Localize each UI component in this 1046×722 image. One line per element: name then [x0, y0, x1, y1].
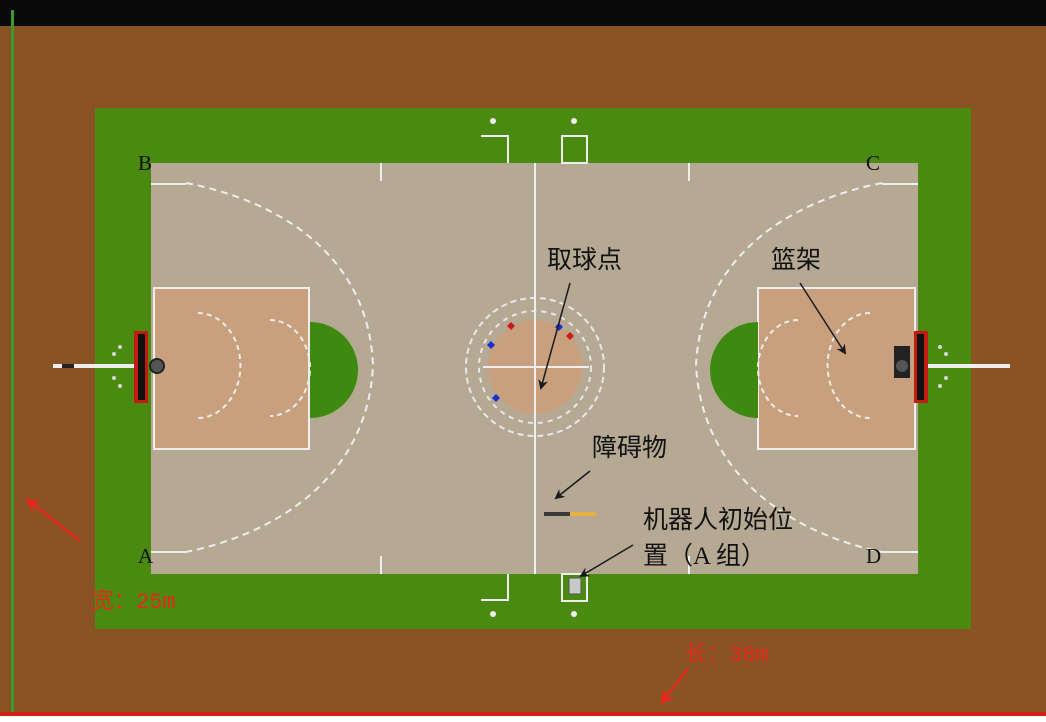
top-marker-right: [571, 118, 577, 124]
right-key-semicircle: [710, 322, 758, 418]
right-hoop-icon: [894, 331, 1010, 403]
left-hoop-icon: [53, 331, 165, 403]
robot-start-label-line1: 机器人初始位: [643, 506, 793, 534]
ball-marker: [492, 394, 500, 402]
left-paint: [153, 287, 310, 450]
left-three-point-arc: [185, 182, 375, 553]
top-marker-left: [490, 118, 496, 124]
corner-label-c: C: [866, 151, 880, 175]
width-label: 宽：25m: [92, 589, 176, 615]
ball-marker: [487, 341, 495, 349]
right-ft-arc-2: [757, 319, 799, 417]
left-ft-arc-1: [197, 312, 242, 419]
court-lines: [151, 163, 918, 574]
corner-label-d: D: [866, 544, 881, 568]
ball-marker: [566, 332, 574, 340]
bottom-edge-line: [0, 712, 1046, 716]
length-arrow: [660, 668, 689, 705]
width-arrow: [25, 498, 81, 542]
bottom-marker-right: [571, 611, 577, 617]
robot-start-label-line2: 置（A 组）: [643, 542, 766, 570]
left-edge-line: [11, 10, 14, 714]
right-ft-arc-1: [826, 312, 871, 419]
obstacle-icon: [544, 512, 596, 516]
pickup-balls: [487, 322, 574, 402]
hoop-label: 篮架: [771, 246, 821, 274]
pickup-point-label: 取球点: [547, 246, 622, 274]
bottom-marker-left: [490, 611, 496, 617]
corner-label-a: A: [138, 544, 154, 568]
obstacle-label: 障碍物: [592, 434, 667, 462]
robot-start-arrow: [579, 544, 634, 578]
right-paint: [757, 287, 916, 450]
left-ft-arc-2: [269, 319, 311, 417]
right-three-point-arc: [694, 182, 883, 553]
bottom-robot-zones: [481, 573, 588, 602]
corner-label-b: B: [138, 151, 152, 175]
ball-marker: [507, 322, 515, 330]
obstacle-arrow: [554, 470, 591, 500]
top-bar: [0, 0, 1046, 26]
hoop-arrow: [799, 282, 847, 355]
pickup-point-arrow: [538, 282, 571, 390]
length-label: 长：38m: [685, 642, 769, 668]
left-key-semicircle: [310, 322, 358, 418]
robot-icon: [568, 577, 582, 595]
top-robot-zones: [481, 135, 588, 164]
